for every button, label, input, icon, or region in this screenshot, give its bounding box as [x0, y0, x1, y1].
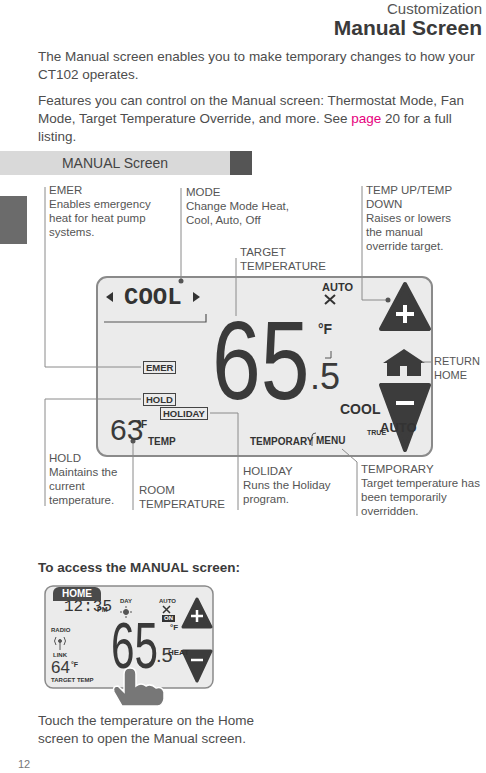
page-link: page	[351, 111, 381, 126]
callout-text: Change Mode Heat, Cool, Auto, Off	[186, 199, 296, 227]
lcd-screen	[97, 277, 432, 456]
callout-text: Enables emergency heat for heat pump sys…	[49, 197, 161, 239]
lcd-label: MENU	[316, 435, 345, 447]
callout-title: TEMP UP/TEMP DOWN	[366, 183, 466, 211]
plus-sign	[191, 610, 203, 622]
house-door	[400, 366, 407, 376]
home-label: °F	[71, 661, 78, 669]
home-label: AUTO	[159, 598, 176, 605]
fan-icon	[163, 606, 170, 613]
mode-arrow	[193, 292, 200, 302]
home-label: PM	[97, 606, 108, 614]
lcd-mode: COOL	[124, 284, 182, 312]
lcd-label: TEMP	[148, 436, 176, 448]
callout-title: ROOM TEMPERATURE	[139, 483, 234, 511]
lcd-target-temp: 65	[212, 306, 310, 417]
home-room-temp: 64	[51, 659, 70, 677]
node-text: HOLD	[146, 394, 173, 405]
lcd-indicator-box: EMER	[143, 361, 176, 374]
home-label: TARGET TEMP	[51, 677, 94, 684]
minus-sign	[191, 659, 203, 662]
callout-title: HOLIDAY	[243, 464, 293, 478]
section-band: MANUAL Screen	[0, 151, 230, 175]
plus-sign	[396, 305, 414, 323]
radio-icon	[55, 637, 66, 650]
mode-underline	[104, 314, 206, 322]
intro-text: Features you can control on the Manual s…	[38, 92, 478, 146]
node-text: MANUAL Screen	[62, 155, 168, 172]
home-tab: HOME	[53, 587, 101, 601]
mode-arrow	[106, 292, 113, 302]
temp-down-button	[381, 385, 429, 450]
side-tab	[0, 196, 27, 244]
minus-sign	[396, 401, 414, 405]
home-temp: 65	[111, 614, 158, 678]
node-text: HOLIDAY	[163, 408, 205, 419]
lcd-unit: °F	[137, 419, 147, 431]
home-label: DAY	[120, 598, 132, 605]
lcd-unit: °F	[318, 321, 332, 338]
node-text: HOME	[62, 588, 92, 600]
callout-title: HOLD	[49, 451, 81, 465]
callout-text: Raises or lowers the manual override tar…	[366, 211, 466, 253]
node-text: EMER	[146, 362, 173, 373]
temp-up-button	[183, 599, 211, 627]
lcd-system-mode: COOL	[340, 401, 380, 418]
instruction-heading: To access the MANUAL screen:	[38, 560, 240, 576]
home-label: °F	[170, 623, 178, 633]
intro-text: The Manual screen enables you to make te…	[38, 48, 478, 84]
home-button	[383, 349, 425, 376]
callout-text: Runs the Holiday program.	[243, 478, 343, 506]
callout-title: RETURN HOME	[434, 354, 484, 382]
lcd-label: AUTO	[380, 420, 417, 436]
callout-text: Target temperature has been temporarily …	[361, 476, 483, 518]
fan-icon	[325, 295, 335, 304]
page-number: 12	[18, 758, 30, 771]
page-title: Manual Screen	[334, 16, 482, 40]
node-text: ON	[164, 615, 173, 622]
lcd-indicator-box: HOLIDAY	[160, 407, 208, 420]
lcd-fan: AUTO	[322, 281, 353, 294]
instruction-text: Touch the temperature on the Home screen…	[38, 712, 266, 748]
callout-title: EMER	[49, 183, 82, 197]
home-label: LINK	[53, 652, 67, 659]
fan-on-box: ON	[162, 615, 175, 622]
callout-title: TEMPORARY	[361, 462, 434, 476]
home-label: RADIO	[51, 627, 70, 634]
home-screen	[45, 586, 213, 688]
lcd-decimal: .5	[310, 357, 340, 397]
lcd-indicator-box: HOLD	[143, 393, 176, 406]
callout-title: TARGET TEMPERATURE	[240, 245, 335, 273]
lcd-label: TEMPORARY	[250, 436, 314, 448]
callout-title: MODE	[186, 185, 221, 199]
section-name: Customization	[387, 0, 482, 18]
band-end	[230, 151, 252, 175]
callout-text: Maintains the current temperature.	[49, 465, 131, 507]
home-label: HEAT	[168, 648, 189, 658]
temp-up-button	[381, 284, 429, 329]
